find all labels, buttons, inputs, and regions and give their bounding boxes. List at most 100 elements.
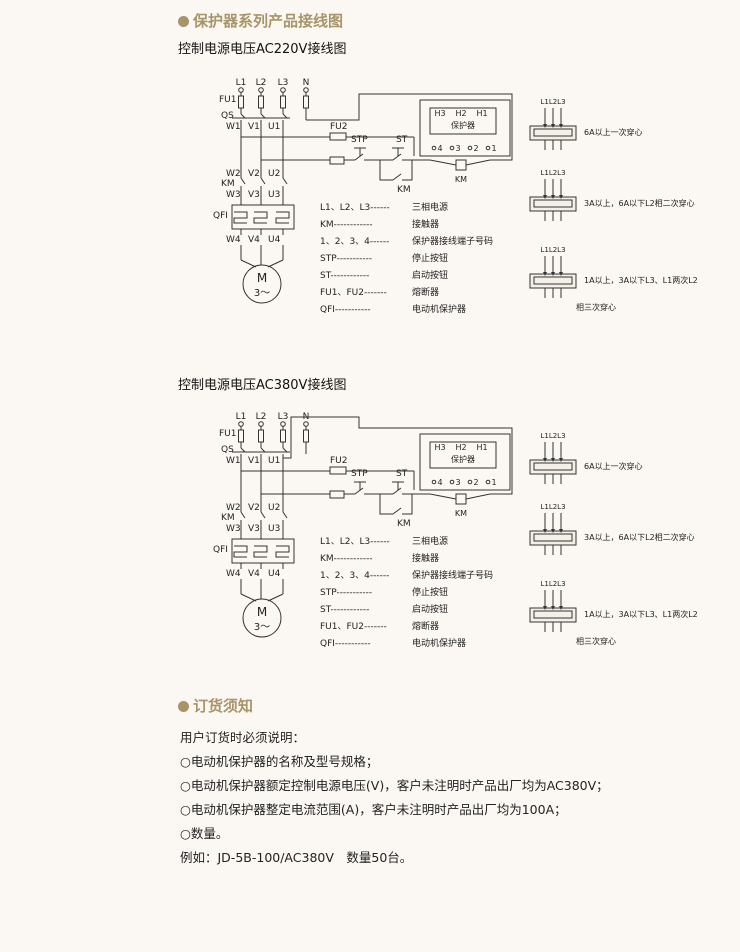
protector-box-icon — [419, 433, 511, 491]
coil-label: KM — [455, 175, 467, 184]
protector-terminal-label: 2 — [473, 478, 478, 487]
motor-label: M — [257, 271, 267, 285]
phase-label: V1 — [248, 456, 260, 466]
thermal-element-icon — [253, 545, 268, 558]
current-transformer-core-icon — [533, 610, 573, 619]
legend-value: 接触器 — [412, 552, 439, 564]
legend-value: 熔断器 — [412, 286, 439, 298]
holding-contact-icon — [392, 173, 402, 181]
fuse-icon — [238, 95, 244, 109]
wire — [240, 593, 257, 602]
protector-terminal-label: 2 — [473, 144, 478, 153]
legend-key: FU1、FU2------- — [320, 288, 387, 298]
start-contact-icon — [392, 487, 402, 495]
bullet-dot-icon — [178, 16, 189, 27]
phase-label: V4 — [248, 235, 260, 245]
fuse-icon — [303, 95, 309, 109]
switch-blade-icon — [240, 113, 246, 119]
ct-note: 相三次穿心 — [576, 636, 616, 646]
wire — [267, 593, 284, 602]
contactor-label: KM — [221, 179, 235, 189]
contact-icon — [282, 177, 288, 185]
order-item: ○数量。 — [180, 826, 229, 841]
fuse-icon — [280, 429, 286, 443]
ct-note: 3A以上，6A以下L2相二次穿心 — [584, 532, 695, 542]
ct-phase-label: L1L2L3 — [540, 432, 565, 440]
stop-button-label: STP — [351, 135, 368, 145]
terminal-label: L2 — [256, 78, 267, 88]
holding-contact-label: KM — [397, 519, 411, 529]
legend-value: 三相电源 — [412, 201, 448, 213]
arrow-down-icon — [551, 606, 555, 610]
protector-name-label: 保护器 — [451, 454, 475, 464]
coil-icon — [455, 493, 467, 505]
protector-inner-icon — [429, 441, 497, 469]
phase-label: W2 — [226, 169, 241, 179]
arrow-down-icon — [543, 458, 547, 462]
fuse-label: FU1 — [219, 429, 237, 439]
current-transformer-icon — [529, 459, 577, 475]
switch-blade-icon — [282, 447, 288, 453]
legend-value: 启动按钮 — [412, 269, 448, 281]
thermal-element-icon — [275, 211, 290, 224]
motor-phase-label: 3～ — [254, 622, 270, 633]
order-item: ○电动机保护器的名称及型号规格； — [180, 754, 379, 769]
thermal-element-icon — [233, 545, 248, 558]
legend-value: 停止按钮 — [412, 252, 448, 264]
current-transformer-core-icon — [533, 462, 573, 471]
thermal-element-icon — [275, 545, 290, 558]
arrow-down-icon — [543, 272, 547, 276]
fuse-icon — [329, 156, 345, 165]
protector-name-label: 保护器 — [451, 120, 475, 130]
phase-label: V2 — [248, 503, 260, 513]
switch-blade-icon — [260, 113, 266, 119]
ct-note: 6A以上一次穿心 — [584, 461, 643, 471]
switch-blade-icon — [282, 113, 288, 119]
holding-contact-label: KM — [397, 185, 411, 195]
current-transformer-icon — [529, 125, 577, 141]
thermal-element-icon — [253, 211, 268, 224]
legend-value: 电动机保护器 — [412, 637, 466, 649]
legend-key: STP----------- — [320, 254, 372, 264]
protector-terminal-icon — [485, 479, 491, 485]
current-transformer-icon — [529, 607, 577, 623]
terminal-icon — [303, 421, 309, 427]
phase-label: V1 — [248, 122, 260, 132]
legend-value: 接触器 — [412, 218, 439, 230]
ct-note: 3A以上，6A以下L2相二次穿心 — [584, 198, 695, 208]
arrow-down-icon — [559, 606, 563, 610]
legend-value: 三相电源 — [412, 535, 448, 547]
legend-value: 停止按钮 — [412, 586, 448, 598]
terminal-label: L3 — [278, 412, 289, 422]
protector-terminal-label: 4 — [437, 478, 442, 487]
fuse-icon — [238, 429, 244, 443]
thermal-element-icon — [233, 211, 248, 224]
phase-label: U2 — [268, 169, 280, 179]
contact-icon — [260, 511, 266, 519]
motor-protector-icon — [231, 204, 295, 230]
wire — [402, 494, 413, 515]
protector-label: QFI — [213, 545, 228, 555]
phase-label: W3 — [226, 190, 241, 200]
legend-key: L1、L2、L3------ — [320, 203, 390, 213]
phase-label: W1 — [226, 456, 241, 466]
current-transformer-core-icon — [533, 276, 573, 285]
arrow-down-icon — [543, 124, 547, 128]
terminal-icon — [303, 87, 309, 93]
motor-icon — [242, 598, 282, 638]
protector-box-icon — [419, 99, 511, 157]
ct-phase-label: L1L2L3 — [540, 169, 565, 177]
arrow-down-icon — [551, 195, 555, 199]
fuse-icon — [280, 95, 286, 109]
coil-label: KM — [455, 509, 467, 518]
arrow-down-icon — [551, 272, 555, 276]
ct-note: 6A以上一次穿心 — [584, 127, 643, 137]
ct-note: 相三次穿心 — [576, 302, 616, 312]
fuse-icon — [258, 95, 264, 109]
order-item: ○电动机保护器额定控制电源电压(V)，客户未注明时产品出厂均为AC380V； — [180, 778, 609, 793]
wire — [429, 159, 457, 166]
protector-terminal-icon — [431, 145, 437, 151]
wire — [429, 493, 457, 500]
legend-value: 保护器接线端子号码 — [412, 569, 493, 581]
current-transformer-core-icon — [533, 199, 573, 208]
